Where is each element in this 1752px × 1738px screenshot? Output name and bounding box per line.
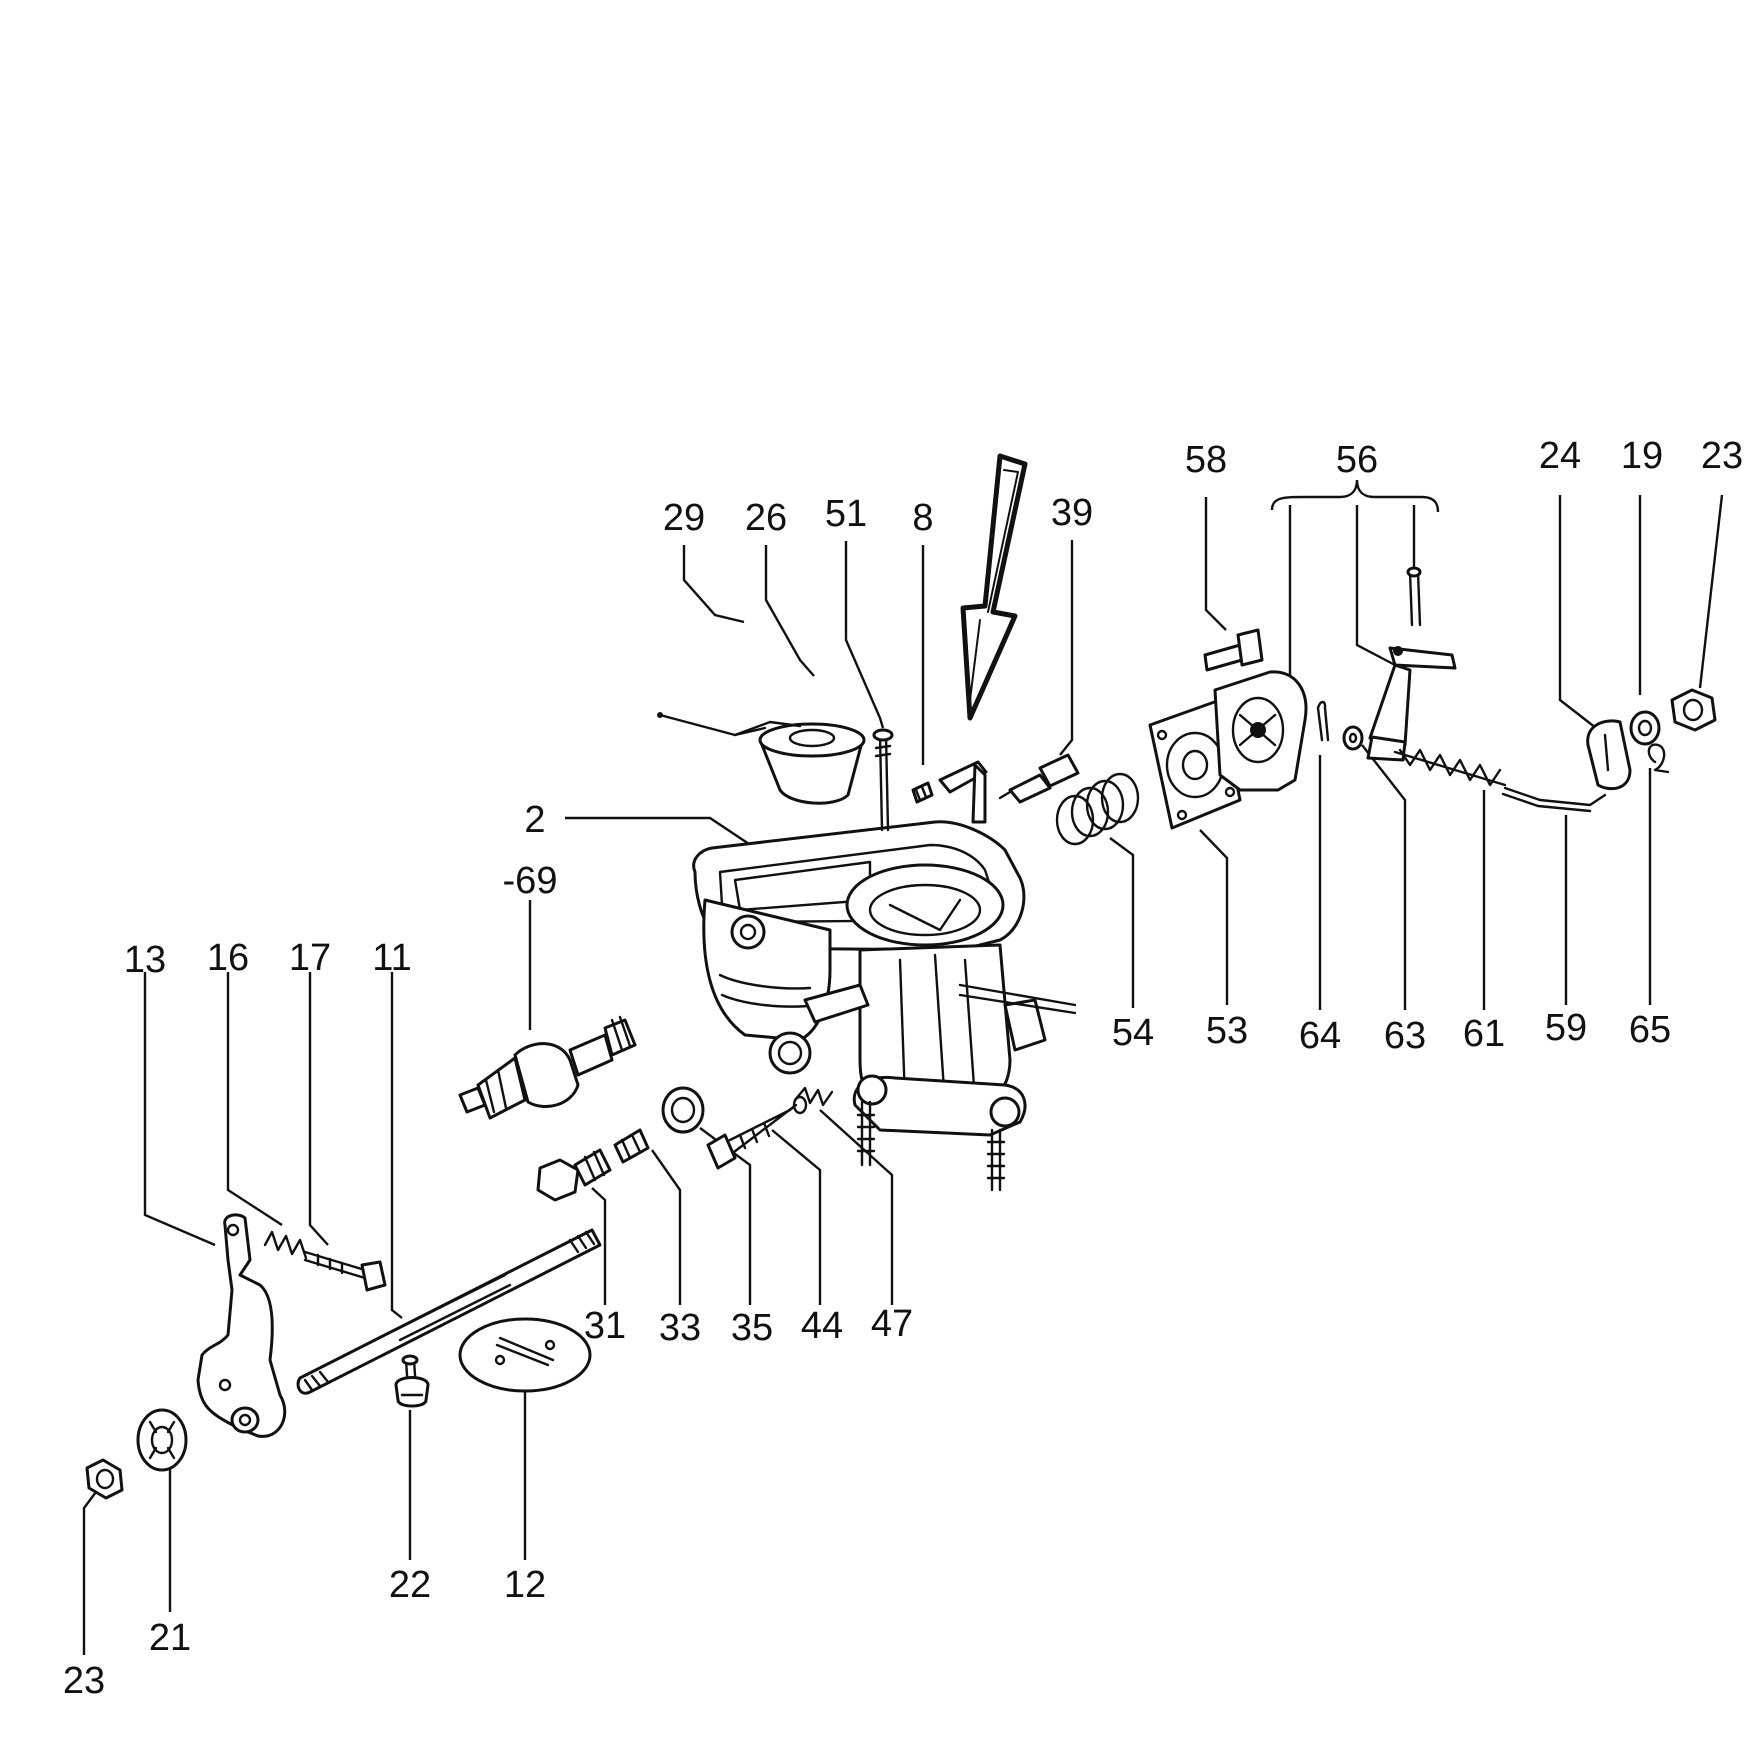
label-63: 63 (1384, 1015, 1426, 1057)
washer-19 (1629, 710, 1661, 746)
lock-washer-21 (136, 1408, 188, 1472)
jet-8 (911, 781, 934, 804)
label-26: 26 (745, 497, 787, 539)
label-24: 24 (1539, 435, 1581, 477)
label-61: 61 (1463, 1013, 1505, 1055)
carburetor-body (692, 820, 1077, 1192)
spring-47 (792, 1086, 834, 1115)
bolt-31 (536, 1148, 612, 1202)
label-65: 65 (1629, 1009, 1671, 1051)
spring-16 (263, 1230, 308, 1260)
diaphragm-spring-54 (1055, 772, 1140, 846)
rod-59 (1501, 786, 1607, 813)
washer-63 (1342, 725, 1364, 751)
label-58: 58 (1185, 439, 1227, 481)
label-16: 16 (207, 937, 249, 979)
label-17: 17 (289, 937, 331, 979)
label-51: 51 (825, 493, 867, 535)
choke-cap-26 (733, 720, 866, 805)
label-54: 54 (1112, 1012, 1154, 1054)
bolt-58 (1203, 628, 1264, 672)
label-23-top: 23 (1701, 435, 1743, 477)
label-19: 19 (1621, 435, 1663, 477)
throttle-lever-13 (196, 1213, 287, 1438)
label-53: 53 (1206, 1010, 1248, 1052)
label-47: 47 (871, 1303, 913, 1345)
clip-65 (1647, 743, 1670, 774)
label-59: 59 (1545, 1007, 1587, 1049)
label-56: 56 (1336, 439, 1378, 481)
label-21: 21 (149, 1617, 191, 1659)
split-pin-64 (1316, 700, 1330, 742)
choke-lever-56 (1366, 566, 1457, 762)
ring-35 (661, 1086, 705, 1134)
valve-assembly-69 (458, 1015, 637, 1120)
label-12: 12 (504, 1564, 546, 1606)
label-39: 39 (1051, 492, 1093, 534)
label-31: 31 (584, 1305, 626, 1347)
label-35: 35 (731, 1307, 773, 1349)
label-8: 8 (912, 497, 933, 539)
label-64: 64 (1299, 1015, 1341, 1057)
label-29: 29 (663, 497, 705, 539)
choke-wire-29 (657, 712, 767, 737)
label-13: 13 (124, 939, 166, 981)
screw-51 (872, 728, 894, 832)
throttle-plate-12 (458, 1317, 592, 1393)
throttle-shaft-11 (296, 1228, 602, 1395)
label-23-bottom: 23 (63, 1660, 105, 1702)
screw-17 (303, 1250, 387, 1292)
label-2: 2 (524, 799, 545, 841)
label-22: 22 (389, 1564, 431, 1606)
label-33: 33 (659, 1307, 701, 1349)
plate-24 (1586, 719, 1632, 791)
needle-screw-44 (706, 1103, 798, 1170)
needle-valve-39 (998, 753, 1080, 804)
nut-23b (85, 1458, 124, 1500)
jet-33 (613, 1128, 650, 1164)
label-44: 44 (801, 1305, 843, 1347)
choke-housing (1213, 670, 1308, 792)
spring-61 (1393, 748, 1507, 787)
indicator-arrow (960, 453, 1028, 721)
label-11: 11 (372, 937, 411, 979)
label-69: -69 (503, 860, 558, 902)
elbow-pipe (938, 760, 988, 824)
callout-labels: 29 26 51 8 39 58 56 24 19 23 2 -69 54 53… (63, 435, 1743, 1702)
leader-lines (82, 479, 1724, 1655)
nut-23a (1670, 688, 1717, 732)
screw-22 (394, 1354, 430, 1408)
